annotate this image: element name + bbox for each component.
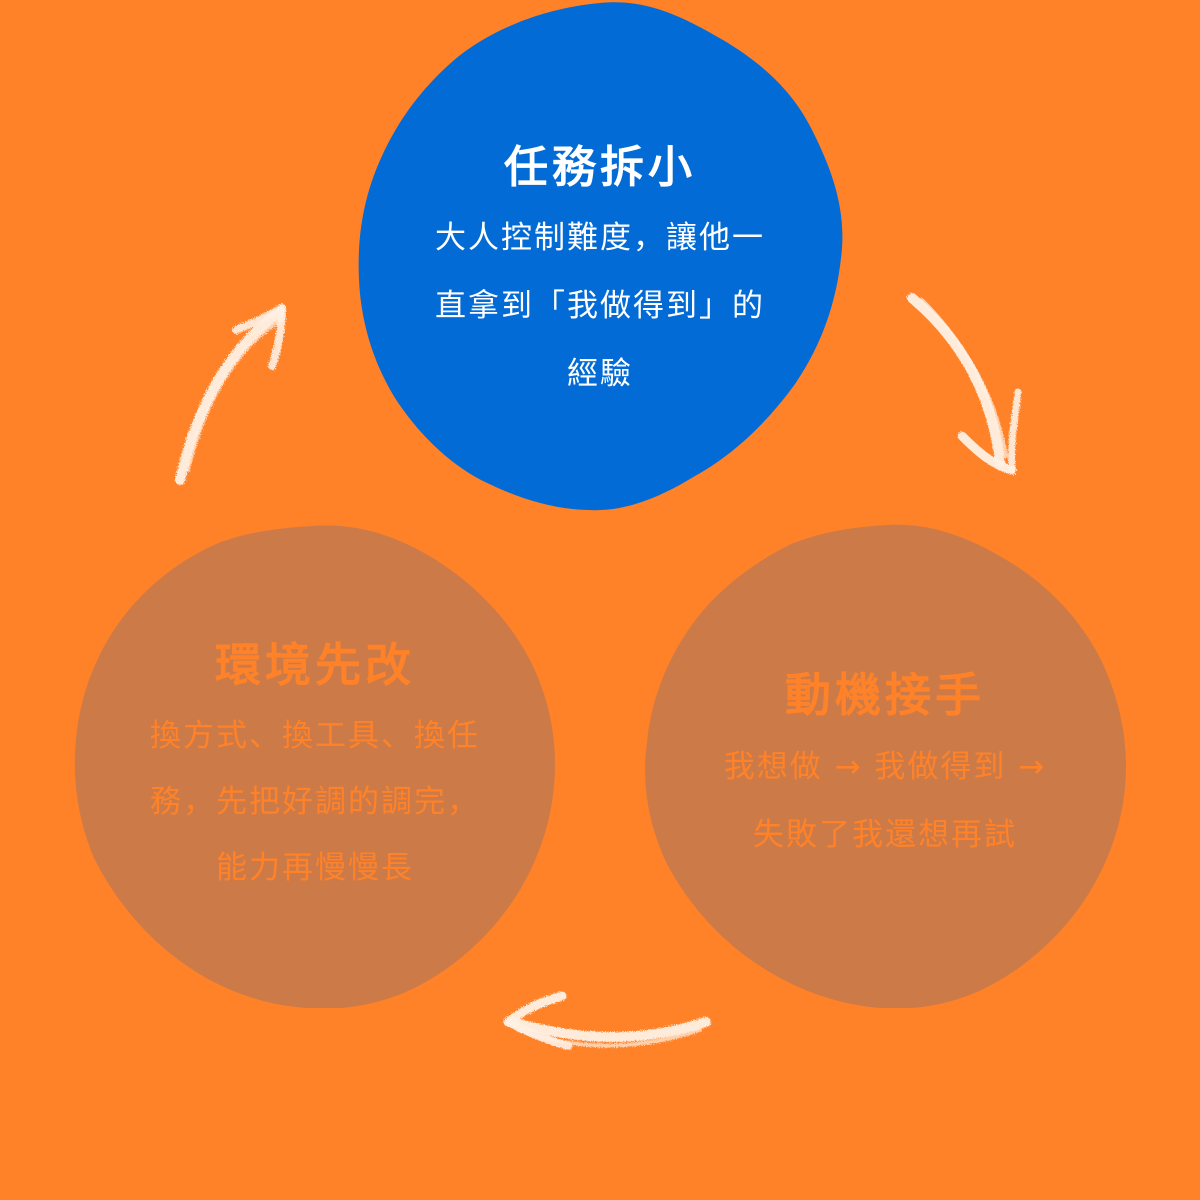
- right-node: 動機接手 我想做 → 我做得到 → 失敗了我還想再試: [660, 655, 1110, 870]
- chalk-arrow-left-to-top: [175, 304, 286, 485]
- right-circle-shape: [645, 524, 1127, 1008]
- left-node-line-3: 能力再慢慢長: [216, 850, 414, 886]
- left-node-line-1: 換方式、換工具、換任: [150, 718, 480, 754]
- left-node-title: 環境先改: [215, 638, 415, 692]
- right-node-line-1: 我想做 → 我做得到 →: [723, 748, 1047, 785]
- right-node-title: 動機接手: [785, 667, 985, 722]
- top-node-line-1: 大人控制難度，讓他一: [435, 220, 765, 256]
- top-circle-shape: [358, 2, 843, 511]
- top-node: 任務拆小 大人控制難度，讓他一 直拿到「我做得到」的 經驗: [380, 130, 820, 410]
- left-circle-shape: [74, 525, 555, 1008]
- top-circle: [358, 2, 843, 511]
- right-circle: [645, 524, 1127, 1008]
- right-node-line-2: 失敗了我還想再試: [753, 816, 1017, 853]
- left-node-line-2: 務，先把好調的調完，: [150, 784, 480, 820]
- left-circle: [74, 525, 555, 1008]
- top-node-line-3: 經驗: [567, 356, 633, 392]
- top-node-line-2: 直拿到「我做得到」的: [435, 288, 765, 324]
- left-node: 環境先改 換方式、換工具、換任 務，先把好調的調完， 能力再慢慢長: [90, 624, 540, 904]
- top-node-title: 任務拆小: [504, 142, 696, 193]
- chalk-arrow-top-to-right: [907, 293, 1022, 475]
